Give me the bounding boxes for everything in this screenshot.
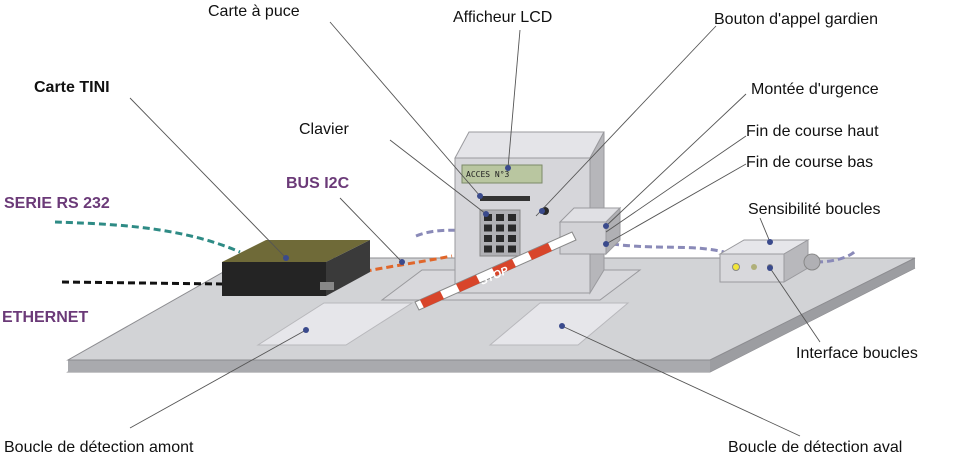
keypad-key (496, 235, 504, 242)
card-slot (480, 196, 530, 201)
keypad-key (508, 245, 516, 253)
label-carte-tini: Carte TINI (34, 79, 110, 96)
keypad-key (496, 224, 504, 232)
label-carte-a-puce: Carte à puce (208, 3, 300, 20)
label-sensibilite-boucles: Sensibilité boucles (748, 201, 881, 218)
tini-board (222, 240, 370, 296)
keypad-key (484, 224, 492, 232)
ethernet-cable (61, 280, 223, 286)
leader-dots (283, 165, 773, 333)
label-clavier: Clavier (299, 121, 349, 138)
loop-cable-end (815, 249, 858, 264)
label-afficheur-lcd: Afficheur LCD (453, 9, 552, 26)
barrier-arm: STOP (414, 231, 577, 311)
label-fin-course-haut: Fin de course haut (746, 123, 879, 140)
keypad-key (496, 245, 504, 253)
loop-downstream (488, 302, 630, 346)
keypad-key (508, 214, 516, 221)
leader-lines (129, 21, 821, 437)
lcd-screen (461, 164, 543, 184)
label-boucle-aval: Boucle de détection aval (728, 439, 902, 456)
label-bus-i2c: BUS I2C (286, 175, 350, 192)
label-boucle-amont: Boucle de détection amont (4, 439, 194, 456)
keypad-key (484, 214, 492, 221)
loop-interface-box (718, 239, 821, 283)
label-ethernet: ETHERNET (2, 309, 88, 326)
keypad-key (508, 224, 516, 232)
serial-cable (54, 220, 241, 254)
label-interface-boucles: Interface boucles (796, 345, 918, 362)
label-fin-course-bas: Fin de course bas (746, 154, 873, 171)
loop-upstream (256, 302, 414, 346)
keypad-key (496, 214, 504, 221)
lcd-text: ACCES N°3 (466, 170, 510, 179)
loop-cable-right (611, 242, 725, 254)
keypad-key (484, 235, 492, 242)
keypad-key (508, 235, 516, 242)
keypad (479, 209, 521, 257)
keypad-key (484, 245, 492, 253)
label-serie-rs232: SERIE RS 232 (4, 195, 110, 212)
label-bouton-appel-gardien: Bouton d'appel gardien (714, 11, 878, 28)
label-montee-urgence: Montée d'urgence (751, 81, 879, 98)
barrier-housing (558, 206, 622, 256)
